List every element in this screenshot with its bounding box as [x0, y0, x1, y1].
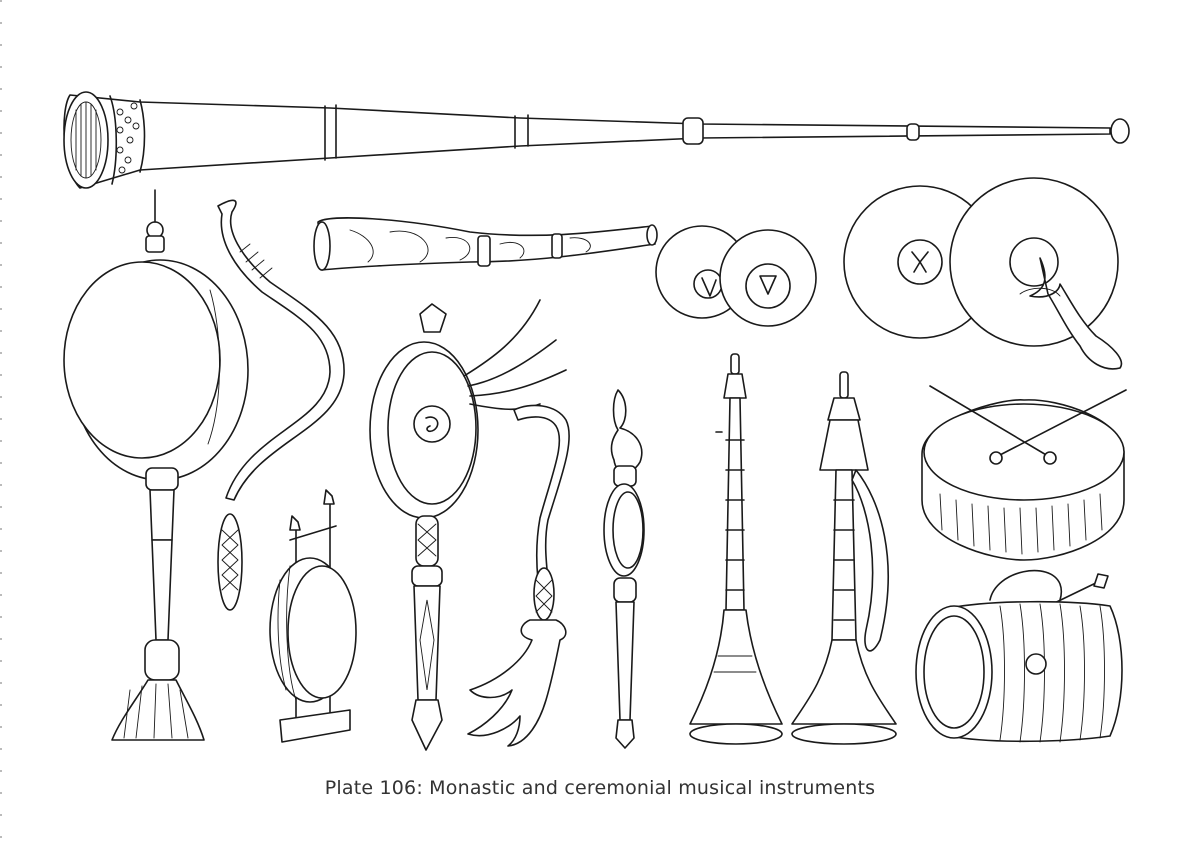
large-cymbals-illustration: [843, 177, 1123, 370]
hanging-frame-drum-illustration: [63, 189, 249, 741]
small-cymbals-illustration: [655, 225, 817, 327]
curved-beater-illustration: [467, 404, 570, 747]
carved-short-horn-illustration: [313, 217, 658, 271]
plate-caption: Plate 106: Monastic and ceremonial music…: [324, 777, 876, 799]
gong-stand-illustration: [269, 489, 357, 743]
damaru-handle-drum-illustration: [603, 389, 645, 749]
kettle-drum-with-sticks-illustration: [921, 385, 1127, 561]
handle-drum-with-streamers-illustration: [369, 299, 567, 751]
long-horn-illustration: [63, 91, 1130, 189]
curved-drumstick-illustration: [217, 199, 345, 611]
barrel-drum-illustration: [915, 569, 1123, 743]
page-edge-marks: [0, 0, 2, 841]
oboe-with-scarf-illustration: [791, 371, 897, 745]
oboe-illustration: [689, 353, 783, 745]
